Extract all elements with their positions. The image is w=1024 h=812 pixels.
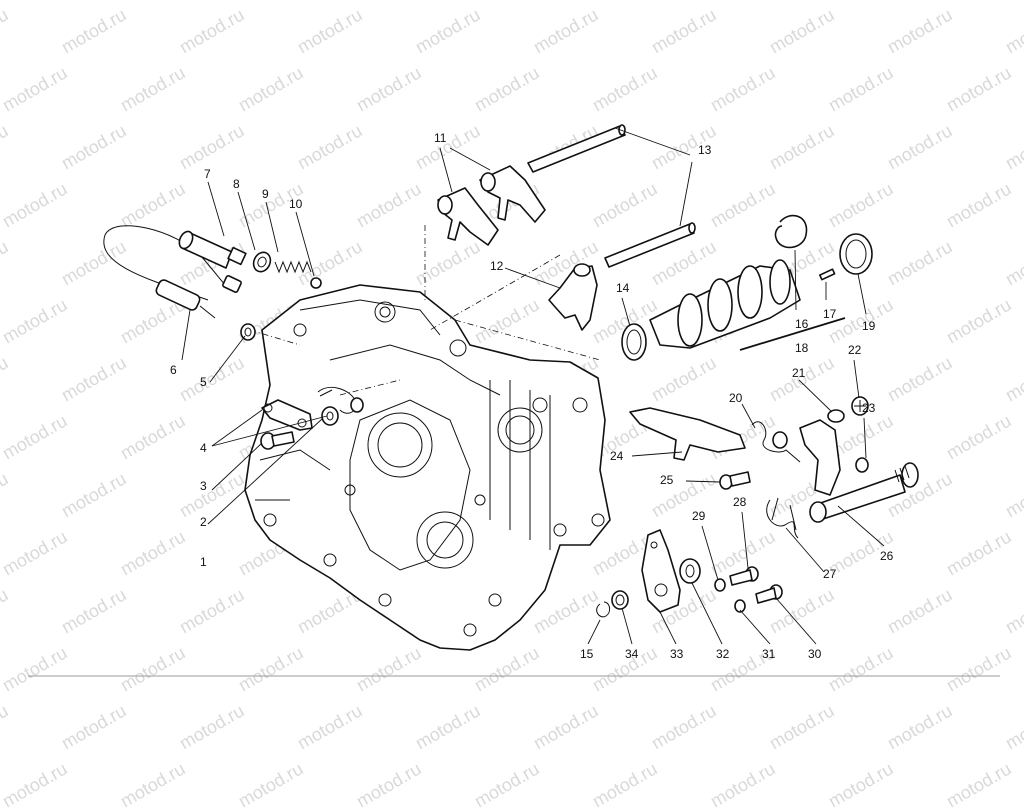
callout-29: 29 bbox=[692, 509, 706, 523]
callout-4: 4 bbox=[200, 441, 207, 455]
callout-13: 13 bbox=[698, 143, 712, 157]
washer-part-21 bbox=[827, 409, 845, 423]
callout-10: 10 bbox=[289, 197, 303, 211]
nut-part-22 bbox=[851, 396, 869, 416]
shift-forks-part-11 bbox=[437, 165, 546, 246]
callout-17: 17 bbox=[823, 307, 837, 321]
callout-27: 27 bbox=[823, 567, 837, 581]
callout-25: 25 bbox=[660, 473, 674, 487]
assembly-lines bbox=[249, 225, 601, 396]
callout-18: 18 bbox=[795, 341, 809, 355]
spring-part-27 bbox=[766, 497, 799, 539]
callout-1: 1 bbox=[200, 555, 207, 569]
callout-22: 22 bbox=[848, 343, 862, 357]
selector-plate-part-24 bbox=[629, 407, 746, 461]
washer-part-31 bbox=[734, 599, 746, 613]
callout-34: 34 bbox=[625, 647, 639, 661]
callout-11: 11 bbox=[434, 131, 447, 145]
circlip-part-15 bbox=[596, 601, 611, 618]
callout-16: 16 bbox=[795, 317, 809, 331]
callout-14: 14 bbox=[616, 281, 630, 295]
washer-part-5 bbox=[240, 323, 256, 341]
bolt-part-25 bbox=[719, 471, 751, 490]
callout-6: 6 bbox=[170, 363, 177, 377]
callout-31: 31 bbox=[762, 647, 776, 661]
callout-19: 19 bbox=[862, 319, 876, 333]
callout-3: 3 bbox=[200, 479, 207, 493]
washer-part-23 bbox=[855, 457, 869, 473]
callout-28: 28 bbox=[733, 495, 747, 509]
callout-7: 7 bbox=[204, 167, 211, 181]
washer-part-2 bbox=[321, 406, 339, 426]
spring-clip-part-1 bbox=[317, 387, 364, 414]
bolt-part-3 bbox=[260, 431, 295, 450]
callout-labels: 1 2 3 4 5 6 7 8 9 10 11 12 13 14 15 16 1… bbox=[170, 131, 894, 661]
callout-21: 21 bbox=[792, 366, 806, 380]
callout-33: 33 bbox=[670, 647, 684, 661]
callout-9: 9 bbox=[262, 187, 269, 201]
sensor-cable-part-6 bbox=[103, 225, 242, 319]
lever-part-33 bbox=[641, 529, 681, 613]
spring-part-20 bbox=[751, 421, 801, 463]
shift-drum-part-18 bbox=[621, 214, 873, 361]
detent-plug-assembly bbox=[178, 230, 322, 289]
callout-26: 26 bbox=[880, 549, 894, 563]
callout-23: 23 bbox=[862, 401, 876, 415]
selector-shaft-part-26 bbox=[799, 419, 919, 523]
callout-24: 24 bbox=[610, 449, 624, 463]
callout-8: 8 bbox=[233, 177, 240, 191]
leader-lines bbox=[181, 127, 885, 645]
callout-5: 5 bbox=[200, 375, 207, 389]
shift-fork-part-12 bbox=[548, 263, 598, 331]
callout-12: 12 bbox=[490, 259, 504, 273]
washer-part-32 bbox=[679, 558, 701, 584]
callout-20: 20 bbox=[729, 391, 743, 405]
callout-30: 30 bbox=[808, 647, 822, 661]
callout-32: 32 bbox=[716, 647, 730, 661]
fork-shafts-part-13 bbox=[527, 124, 696, 268]
callout-15: 15 bbox=[580, 647, 594, 661]
washer-part-29 bbox=[714, 578, 726, 592]
diagram-canvas: 1 2 3 4 5 6 7 8 9 10 11 12 13 14 15 16 1… bbox=[28, 124, 1000, 677]
bolt-part-28 bbox=[729, 566, 759, 586]
callout-2: 2 bbox=[200, 515, 207, 529]
washer-part-34 bbox=[611, 590, 629, 610]
crankcase-housing bbox=[244, 284, 611, 651]
